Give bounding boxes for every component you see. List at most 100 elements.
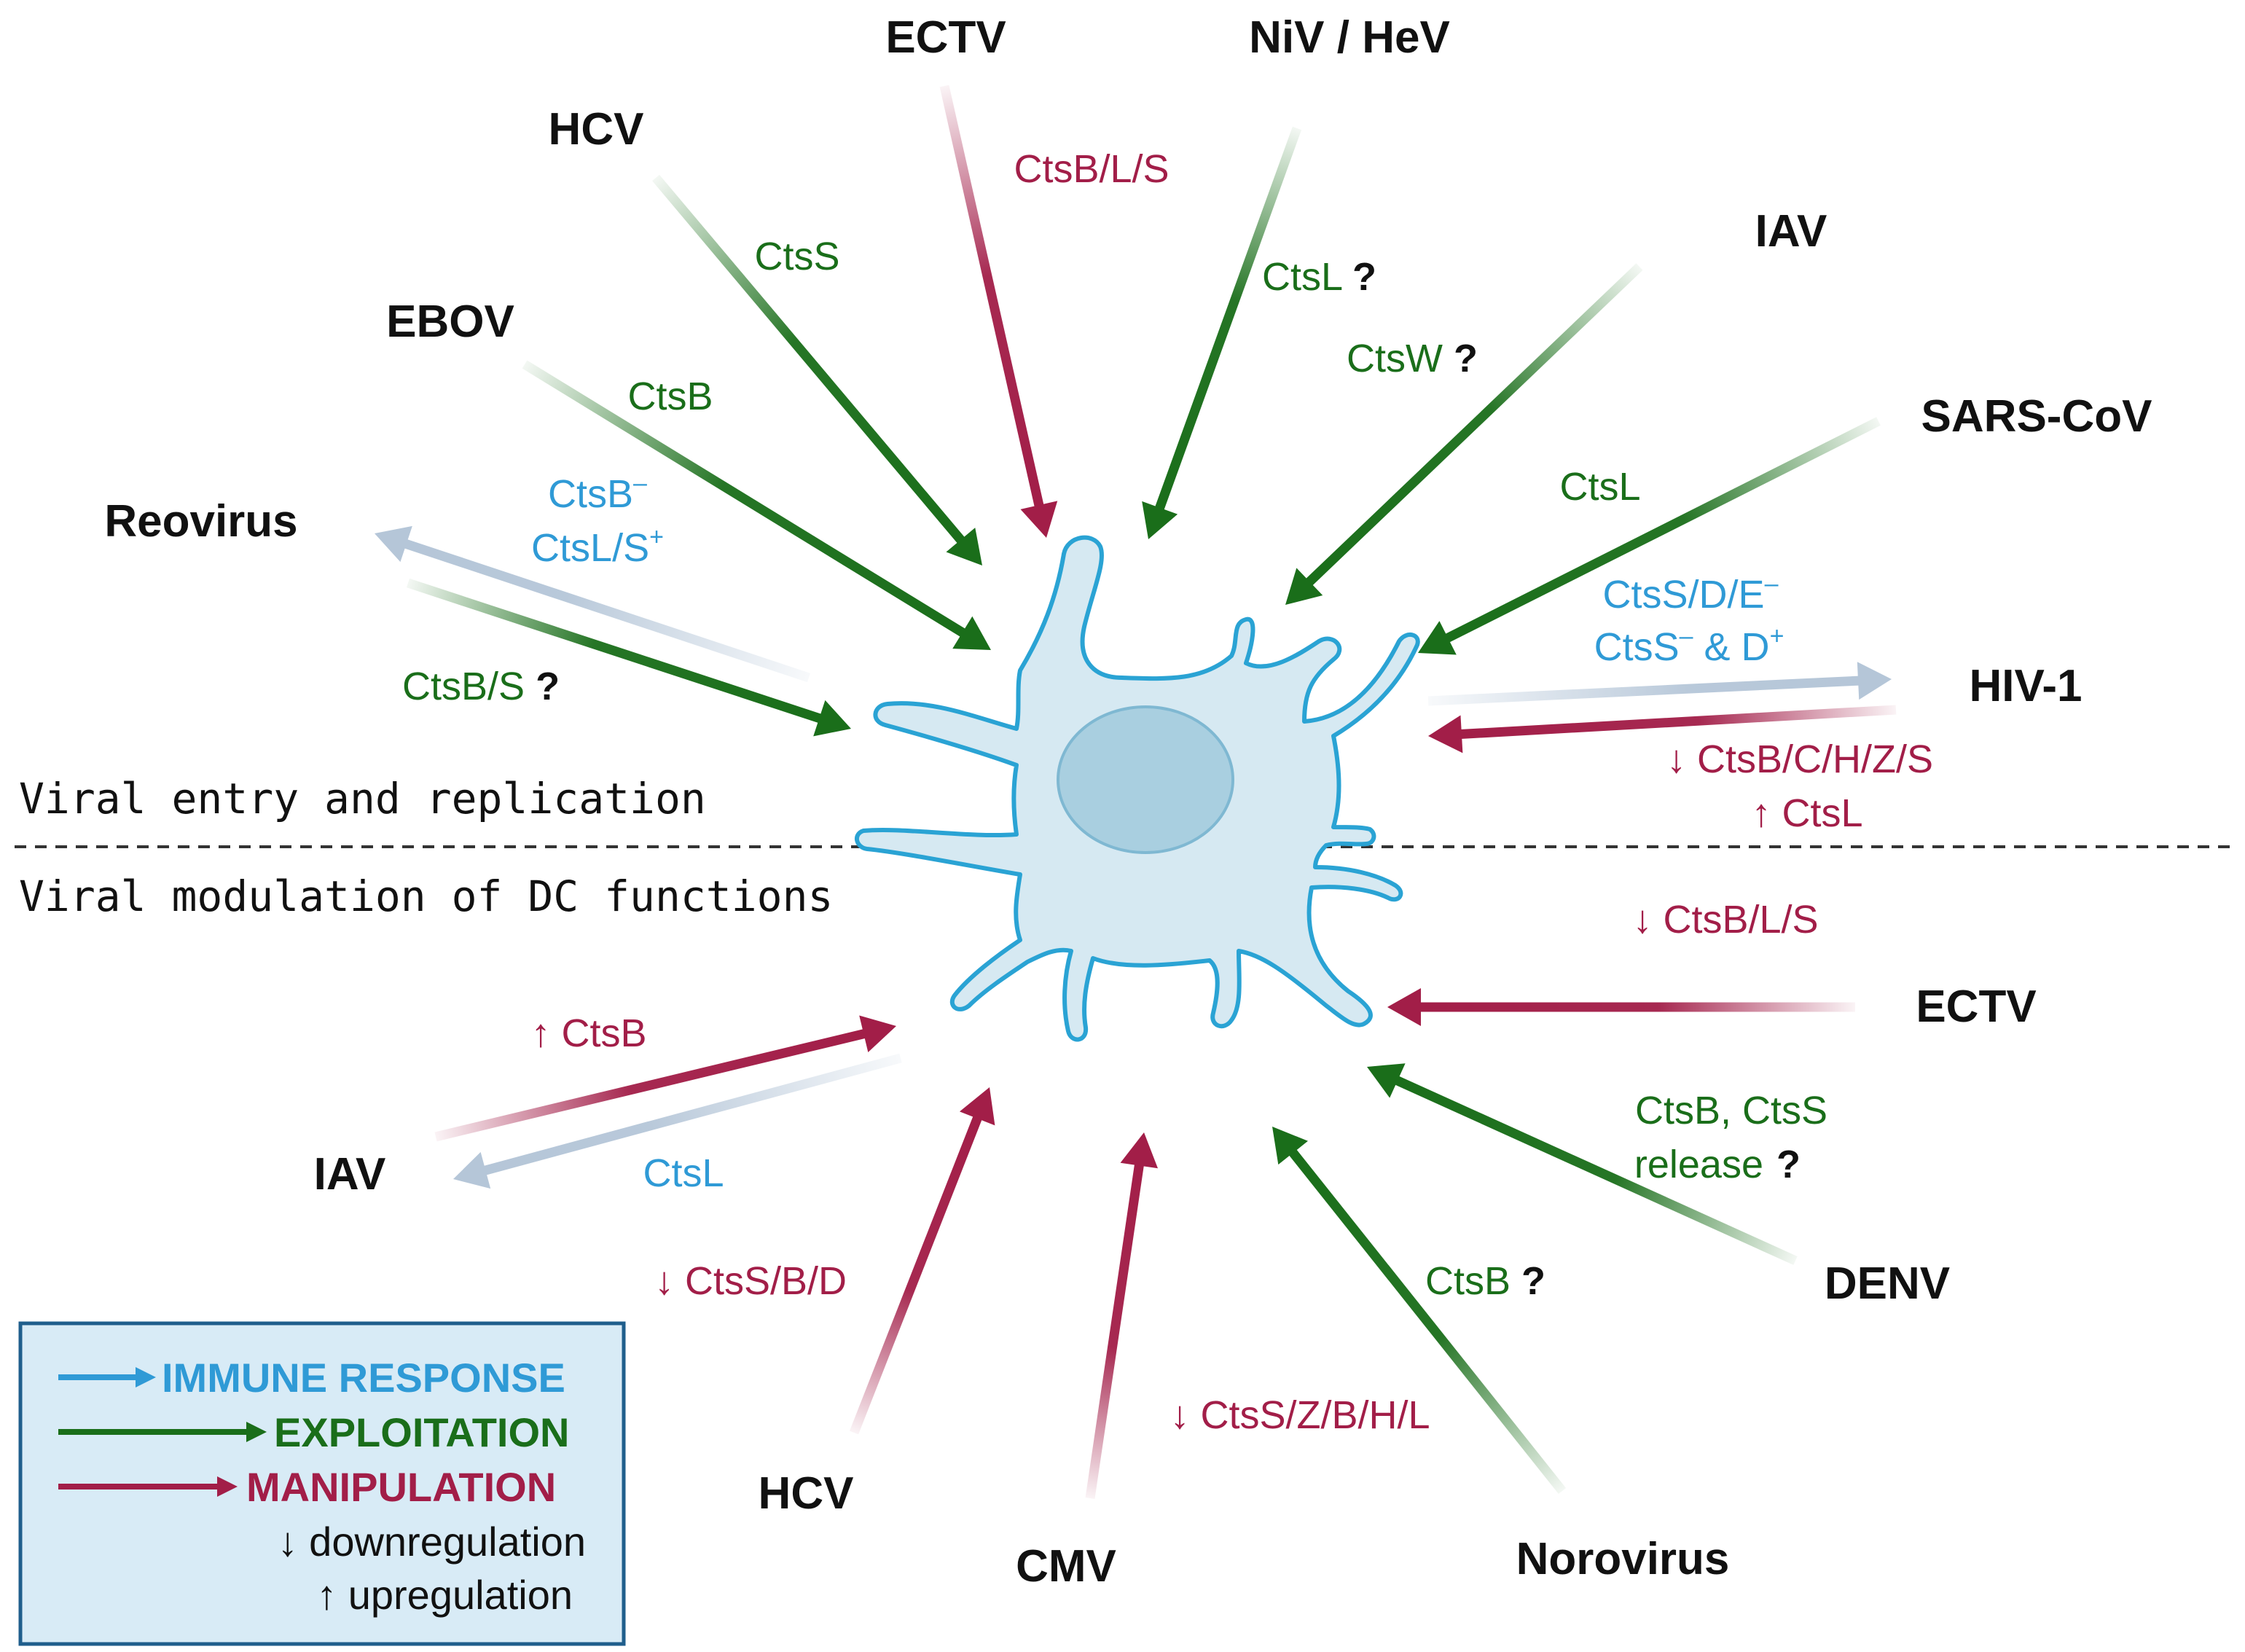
label-iav-top: CtsW ?	[1347, 337, 1478, 380]
arrow-iav-manipulation-head	[859, 1015, 897, 1053]
virus-reovirus: Reovirus	[104, 496, 297, 547]
arrow-norovirus-head	[1272, 1127, 1308, 1165]
label-reovirus-immune-2: CtsL/S+	[531, 523, 664, 570]
virus-ectv-bottom: ECTV	[1916, 982, 2036, 1032]
arrow-hcv-bottom-shaft	[849, 1113, 983, 1435]
arrow-iav-immune-shaft	[481, 1053, 902, 1176]
label-denv-2: release	[1634, 1143, 1763, 1186]
arrow-group	[374, 85, 1897, 1499]
legend-upregulation: ↑ upregulation	[316, 1572, 573, 1618]
arrow-reovirus-exploitation	[406, 578, 851, 737]
arrow-reovirus-immune	[374, 525, 811, 683]
arrow-cmv-shaft	[1085, 1162, 1145, 1499]
arrow-iav-manipulation	[434, 1015, 897, 1142]
arrow-ebov	[522, 360, 991, 650]
label-iav-immune: CtsL	[643, 1151, 724, 1195]
arrow-ectv-bottom-shaft	[1418, 1002, 1855, 1012]
arrow-ectv-bottom	[1387, 988, 1855, 1026]
arrow-niv-hev-head	[1142, 501, 1178, 540]
arrow-denv-shaft	[1392, 1075, 1798, 1265]
virus-ebov: EBOV	[386, 297, 514, 347]
legend-downregulation: ↓ downregulation	[278, 1519, 586, 1565]
arrow-ectv-top-head	[1020, 501, 1058, 538]
label-hiv-immune-2: CtsS– & D+	[1594, 622, 1784, 669]
arrow-iav-top	[1285, 263, 1643, 605]
arrow-sars-cov	[1417, 417, 1881, 655]
arrow-reovirus-exploitation-shaft	[406, 578, 824, 724]
legend-immune-arrow-icon	[136, 1367, 156, 1387]
label-hcv-top: CtsS	[754, 235, 839, 278]
virus-iav-top: IAV	[1755, 206, 1827, 257]
label-norovirus: CtsB ?	[1425, 1259, 1545, 1303]
arrow-ectv-top	[939, 85, 1058, 538]
virus-ectv-top: ECTV	[885, 12, 1006, 63]
arrow-denv-head	[1367, 1063, 1406, 1098]
arrow-iav-immune-head	[453, 1151, 491, 1189]
arrow-reovirus-exploitation-head	[813, 700, 851, 737]
label-iav-manipulation: ↑ CtsB	[530, 1011, 646, 1055]
arrow-ectv-bottom-head	[1387, 988, 1421, 1026]
arrow-reovirus-immune-head	[374, 525, 412, 563]
label-ectv-bottom: ↓ CtsB/L/S	[1632, 898, 1818, 942]
arrow-hiv-manipulation	[1428, 705, 1897, 753]
arrow-hcv-bottom-head	[959, 1087, 995, 1126]
label-reovirus-exploitation: CtsB/S ?	[402, 665, 560, 708]
legend-manipulation-arrow-icon	[217, 1476, 238, 1497]
virus-niv-hev: NiV / HeV	[1249, 12, 1450, 63]
label-hiv-manipulation-2: ↑ CtsL	[1751, 791, 1862, 835]
legend: IMMUNE RESPONSE EXPLOITATION MANIPULATIO…	[18, 1321, 626, 1646]
arrow-cmv	[1085, 1132, 1159, 1499]
label-ectv-top: CtsB/L/S	[1014, 147, 1169, 191]
label-reovirus-immune-1: CtsB–	[548, 469, 647, 516]
label-hcv-bottom: ↓ CtsS/B/D	[654, 1259, 847, 1303]
virus-iav-bottom: IAV	[314, 1149, 386, 1199]
arrow-hiv-immune	[1427, 662, 1892, 706]
arrow-ebov-shaft	[522, 360, 968, 638]
label-hiv-immune-1: CtsS/D/E–	[1603, 570, 1779, 616]
legend-exploitation-arrow-icon	[246, 1422, 267, 1442]
virus-hcv-top: HCV	[549, 104, 644, 154]
arrow-sars-cov-head	[1417, 621, 1457, 655]
arrow-hiv-manipulation-head	[1428, 715, 1463, 753]
label-niv: CtsL ?	[1262, 255, 1376, 299]
arrow-iav-top-shaft	[1304, 263, 1643, 587]
virus-hcv-bottom: HCV	[759, 1468, 854, 1519]
dendritic-cell	[855, 535, 1420, 1042]
arrow-hiv-manipulation-shaft	[1458, 705, 1897, 740]
arrow-reovirus-immune-shaft	[401, 539, 811, 683]
arrow-niv-hev-shaft	[1154, 126, 1302, 512]
legend-immune-label: IMMUNE RESPONSE	[162, 1355, 565, 1401]
arrow-sars-cov-shaft	[1443, 417, 1881, 643]
legend-exploitation-label: EXPLOITATION	[274, 1409, 569, 1455]
arrow-hcv-top-shaft	[652, 174, 966, 546]
label-ebov: CtsB	[627, 375, 713, 418]
label-denv-1: CtsB, CtsS	[1635, 1089, 1827, 1132]
label-sars: CtsL	[1559, 465, 1640, 509]
arrow-hiv-immune-head	[1857, 662, 1892, 700]
virus-cmv: CMV	[1016, 1541, 1116, 1592]
section-title-modulation: Viral modulation of DC functions	[19, 872, 833, 921]
arrow-hcv-bottom	[849, 1087, 995, 1435]
arrow-hiv-immune-shaft	[1427, 676, 1862, 706]
label-hiv-manipulation-1: ↓ CtsB/C/H/Z/S	[1666, 737, 1933, 781]
arrow-denv	[1367, 1063, 1798, 1265]
arrow-iav-manipulation-shaft	[434, 1028, 868, 1142]
arrow-cmv-head	[1120, 1132, 1159, 1169]
arrow-norovirus	[1272, 1127, 1567, 1495]
legend-manipulation-label: MANIPULATION	[246, 1464, 556, 1510]
arrow-iav-immune	[453, 1053, 902, 1189]
section-title-entry: Viral entry and replication	[19, 774, 706, 823]
arrow-ectv-top-shaft	[939, 85, 1045, 509]
arrow-ebov-head	[952, 616, 991, 650]
nucleus	[1057, 705, 1234, 854]
arrow-hcv-top	[652, 174, 982, 565]
virus-hiv-1: HIV-1	[1969, 661, 2082, 711]
arrow-hcv-top-head	[946, 528, 982, 565]
virus-denv: DENV	[1825, 1258, 1950, 1309]
arrow-norovirus-shaft	[1288, 1147, 1567, 1495]
label-cmv: ↓ CtsS/Z/B/H/L	[1169, 1393, 1430, 1437]
arrow-iav-top-head	[1285, 568, 1323, 605]
virus-sars-cov: SARS-CoV	[1921, 391, 2152, 442]
arrow-niv-hev	[1142, 126, 1302, 540]
